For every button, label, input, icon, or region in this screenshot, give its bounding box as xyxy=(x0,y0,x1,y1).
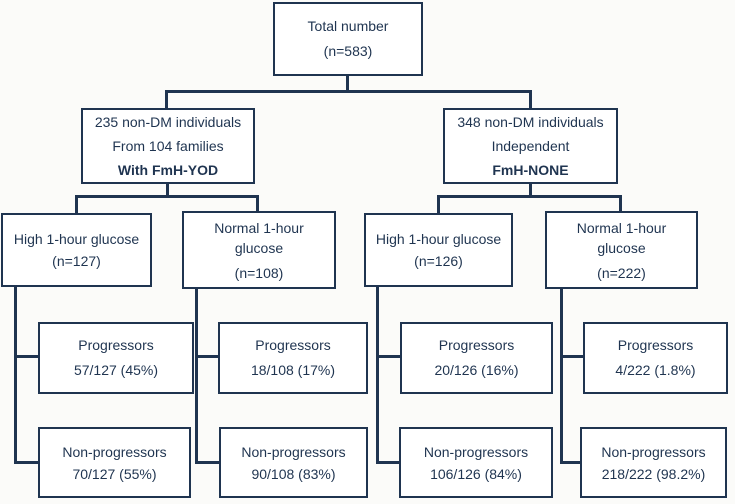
node-text: glucose xyxy=(234,239,284,256)
node-text: Total number xyxy=(307,18,389,34)
connector-line xyxy=(437,195,440,213)
node-yod-normal-glucose: Normal 1-hour glucose (n=108) xyxy=(182,211,336,289)
node-text: With FmH-YOD xyxy=(117,162,219,178)
node-text: (n=108) xyxy=(234,264,284,281)
node-text: Non-progressors xyxy=(423,443,529,460)
connector-line xyxy=(529,184,532,198)
node-text: FmH-NONE xyxy=(492,162,569,178)
connector-line xyxy=(376,461,399,464)
node-text: (n=583) xyxy=(323,43,373,59)
node-yod-high-glucose: High 1-hour glucose (n=127) xyxy=(1,213,152,287)
connector-line xyxy=(165,90,168,108)
node-text: (n=127) xyxy=(52,253,101,269)
connector-line xyxy=(560,355,583,358)
node-text: 57/127 (45%) xyxy=(73,362,159,378)
node-text: Normal 1-hour xyxy=(214,219,304,236)
connector-line xyxy=(75,195,78,213)
connector-line xyxy=(165,90,532,93)
node-text: From 104 families xyxy=(112,138,224,154)
connector-line xyxy=(437,195,622,198)
node-yod-normal-progressors: Progressors 18/108 (17%) xyxy=(218,322,368,394)
node-none-high-glucose: High 1-hour glucose (n=126) xyxy=(364,213,513,287)
node-none-high-progressors: Progressors 20/126 (16%) xyxy=(400,322,553,394)
node-text: 4/222 (1.8%) xyxy=(615,362,696,378)
node-text: 18/108 (17%) xyxy=(250,362,336,378)
connector-line xyxy=(256,195,259,211)
connector-line xyxy=(560,461,580,464)
node-text: Non-progressors xyxy=(62,443,167,460)
node-text: 106/126 (84%) xyxy=(430,465,522,482)
connector-line xyxy=(376,285,379,464)
connector-line xyxy=(195,355,218,358)
connector-line xyxy=(166,184,169,198)
node-text: Non-progressors xyxy=(601,443,706,460)
node-none-high-nonprogressors: Non-progressors 106/126 (84%) xyxy=(399,427,553,498)
node-text: High 1-hour glucose xyxy=(375,231,502,247)
node-text: 20/126 (16%) xyxy=(434,362,519,378)
connector-line xyxy=(75,195,259,198)
node-text: Progressors xyxy=(617,337,694,353)
node-total-number: Total number (n=583) xyxy=(273,2,423,76)
node-text: 348 non-DM individuals xyxy=(457,114,604,130)
connector-line xyxy=(14,461,38,464)
node-text: glucose xyxy=(597,239,646,256)
node-text: 218/222 (98.2%) xyxy=(601,465,706,482)
connector-line xyxy=(195,287,198,464)
node-none-normal-progressors: Progressors 4/222 (1.8%) xyxy=(583,322,728,394)
node-text: (n=222) xyxy=(597,264,646,281)
connector-line xyxy=(376,355,400,358)
connector-line xyxy=(560,287,563,464)
node-text: (n=126) xyxy=(414,253,463,269)
connector-line xyxy=(14,285,17,464)
node-text: Normal 1-hour xyxy=(576,219,667,236)
node-text: 235 non-DM individuals xyxy=(94,114,242,130)
node-text: Non-progressors xyxy=(241,443,346,460)
node-text: Progressors xyxy=(255,337,331,353)
connector-line xyxy=(195,461,219,464)
connector-line xyxy=(529,90,532,108)
node-fmh-none-group: 348 non-DM individuals Independent FmH-N… xyxy=(443,108,618,184)
node-yod-high-nonprogressors: Non-progressors 70/127 (55%) xyxy=(38,427,191,498)
node-none-normal-nonprogressors: Non-progressors 218/222 (98.2%) xyxy=(580,427,727,498)
connector-line xyxy=(14,355,38,358)
connector-line xyxy=(619,195,622,211)
node-text: 90/108 (83%) xyxy=(251,465,336,482)
node-text: Independent xyxy=(491,138,570,154)
node-yod-normal-nonprogressors: Non-progressors 90/108 (83%) xyxy=(219,427,368,498)
node-text: Progressors xyxy=(438,337,515,353)
node-yod-high-progressors: Progressors 57/127 (45%) xyxy=(38,322,194,394)
node-text: High 1-hour glucose xyxy=(13,231,140,247)
node-text: Progressors xyxy=(78,337,154,353)
node-none-normal-glucose: Normal 1-hour glucose (n=222) xyxy=(545,211,698,289)
node-fmh-yod-group: 235 non-DM individuals From 104 families… xyxy=(81,108,255,184)
connector-line xyxy=(346,76,349,92)
node-text: 70/127 (55%) xyxy=(72,465,157,482)
